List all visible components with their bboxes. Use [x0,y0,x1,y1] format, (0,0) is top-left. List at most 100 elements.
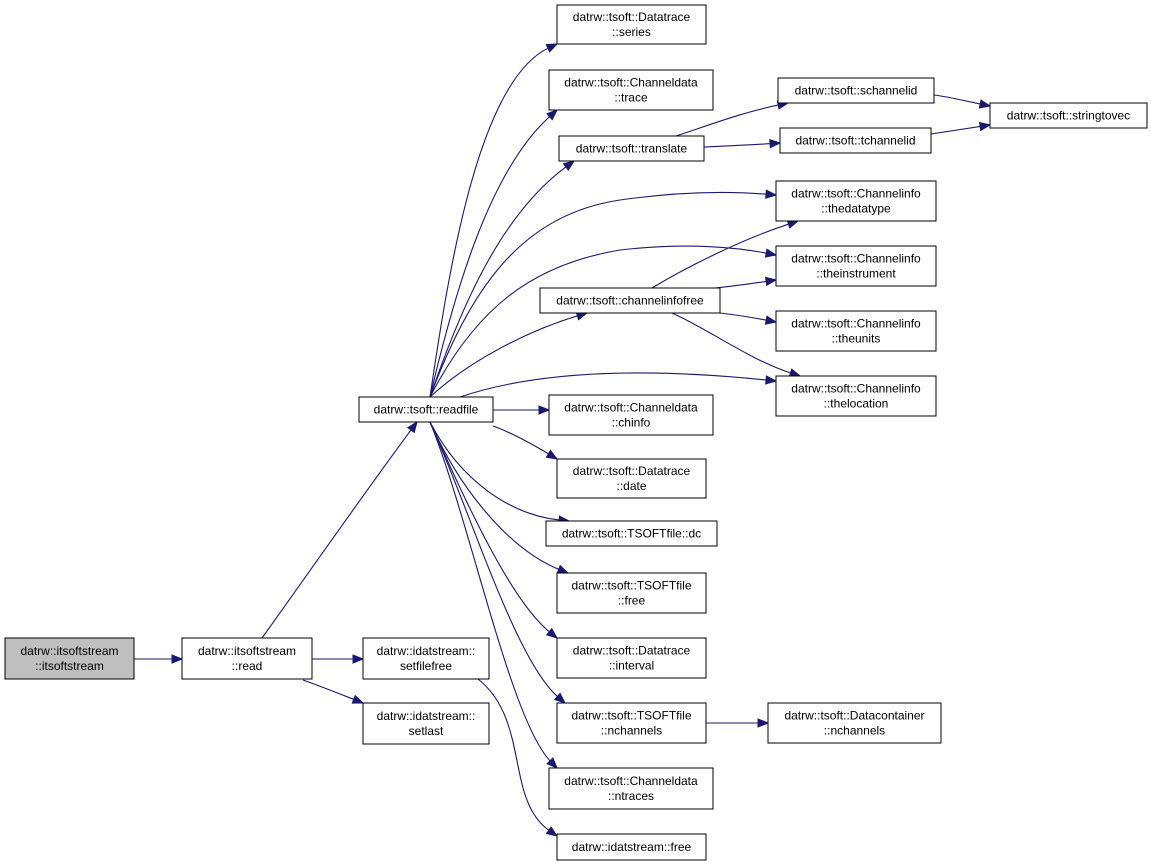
node-tchannelid[interactable]: datrw::tsoft::tchannelid [779,127,932,154]
edge-line [651,223,790,289]
edge-readfile-to-ci_instrument [429,245,778,398]
node-setlast[interactable]: datrw::idatstream::setlast [362,702,490,745]
edge-line [671,312,792,374]
edge-itsoftstream_read-to-setlast [302,679,365,704]
arrow-head-icon [351,694,365,704]
arrow-head-icon [765,189,778,199]
arrow-head-icon [764,315,778,325]
node-ci-datatype[interactable]: datrw::tsoft::Channelinfo::thedatatype [775,180,937,222]
node-box [767,702,942,744]
node-dt-series[interactable]: datrw::tsoft::Datatrace::series [556,4,707,45]
node-box [775,310,937,352]
node-tf-nchannels[interactable]: datrw::tsoft::TSOFTfile::nchannels [556,702,707,744]
node-label-line: ::chinfo [612,416,651,430]
node-tf-free[interactable]: datrw::tsoft::TSOFTfile::free [556,572,707,614]
node-ids-free[interactable]: datrw::idatstream::free [556,833,707,861]
node-label-line: ::itsoftstream [35,659,104,673]
edge-readfile-to-dt_interval [429,421,559,639]
node-label-line: ::theunits [832,332,881,346]
node-dt-interval[interactable]: datrw::tsoft::Datatrace::interval [556,637,707,679]
node-label-line: datrw::idatstream:: [377,644,476,658]
arrow-head-icon [546,757,558,769]
node-stringtovec[interactable]: datrw::tsoft::stringtovec [989,102,1148,129]
node-label-line: datrw::tsoft::tchannelid [795,134,915,148]
node-ci-units[interactable]: datrw::tsoft::Channelinfo::theunits [775,310,937,352]
node-label-line: setfilefree [400,659,452,673]
node-label-line: ::read [232,659,263,673]
node-label-line: ::interval [609,659,654,673]
edge-readfile-to-ci_location [459,372,778,398]
node-readfile[interactable]: datrw::tsoft::readfile [358,396,494,423]
edge-line [930,125,982,135]
edge-tchannelid-to-stringtovec [930,121,992,135]
arrow-head-icon [764,248,778,258]
edge-line [429,421,561,521]
node-box [777,77,935,104]
node-box [556,458,707,499]
edge-line [719,312,768,321]
node-label-line: datrw::tsoft::Datatrace [573,644,691,658]
node-cd-ntraces[interactable]: datrw::tsoft::Channeldata::ntraces [548,767,714,810]
edge-itsoftstream_read-to-readfile [261,420,418,639]
node-setfilefree[interactable]: datrw::idatstream::setfilefree [362,637,490,680]
node-tf-dc[interactable]: datrw::tsoft::TSOFTfile::dc [545,520,718,547]
edge-channelinfofree-to-ci_units [719,312,778,325]
node-cd-trace[interactable]: datrw::tsoft::Channeldata::trace [548,69,714,111]
node-label-line: datrw::tsoft::Channelinfo [791,317,921,331]
node-channelinfofree[interactable]: datrw::tsoft::channelinfofree [539,287,721,314]
node-label-line: ::trace [614,91,648,105]
arrow-head-icon [769,138,782,149]
node-label-line: datrw::tsoft::stringtovec [1007,109,1130,123]
arrow-head-icon [562,160,576,172]
node-cd-chinfo[interactable]: datrw::tsoft::Channeldata::chinfo [548,394,714,436]
edge-line [675,104,780,137]
node-label-line: datrw::tsoft::Datatrace [573,10,691,24]
node-label-line: ::theinstrument [816,267,896,281]
arrow-head-icon [978,121,992,132]
node-label-line: datrw::tsoft::TSOFTfile::dc [562,527,701,541]
node-label-line: datrw::tsoft::Channelinfo [791,382,921,396]
node-label-line: setlast [409,724,444,738]
node-label-line: ::nchannels [601,724,662,738]
edge-itsoftstream_ctor-to-itsoftstream_read [133,654,184,664]
node-itsoftstream-read[interactable]: datrw::itsoftstream::read [181,637,313,680]
arrow-head-icon [406,420,418,434]
node-ci-location[interactable]: datrw::tsoft::Channelinfo::thelocation [775,375,937,417]
edge-readfile-to-dt_series [429,43,559,398]
node-label-line: ::nchannels [824,724,885,738]
node-label-line: ::date [616,479,646,493]
nodes-layer: datrw::itsoftstream::itsoftstreamdatrw::… [4,4,1148,861]
node-ci-instrument[interactable]: datrw::tsoft::Channelinfo::theinstrument [775,245,937,287]
node-label-line: datrw::tsoft::readfile [374,403,479,417]
node-translate[interactable]: datrw::tsoft::translate [558,135,705,162]
node-label-line: datrw::tsoft::schannelid [795,84,918,98]
node-label-line: datrw::tsoft::TSOFTfile [571,709,691,723]
edge-channelinfofree-to-ci_instrument [714,276,778,289]
node-box [545,520,718,547]
node-schannelid[interactable]: datrw::tsoft::schannelid [777,77,935,104]
node-dc-nchannels[interactable]: datrw::tsoft::Datacontainer::nchannels [767,702,942,744]
edge-readfile-to-channelinfofree [429,311,589,398]
node-box [539,287,721,314]
arrow-head-icon [764,276,778,287]
node-itsoftstream-ctor[interactable]: datrw::itsoftstream::itsoftstream [4,637,135,680]
node-box [358,396,494,423]
node-box [181,637,313,680]
node-label-line: datrw::idatstream::free [572,840,692,854]
edge-line [429,115,551,398]
edge-readfile-to-translate [429,160,576,398]
edge-readfile-to-cd_chinfo [493,405,551,415]
node-label-line: datrw::tsoft::Datatrace [573,464,691,478]
edge-schannelid-to-stringtovec [933,94,992,109]
node-box [775,375,937,417]
node-box [548,394,714,436]
node-label-line: ::ntraces [608,789,654,803]
node-label-line: datrw::tsoft::translate [576,142,688,156]
node-dt-date[interactable]: datrw::tsoft::Datatrace::date [556,458,707,499]
node-label-line: datrw::tsoft::Channelinfo [791,252,921,266]
node-box [362,702,490,745]
arrow-head-icon [765,375,778,385]
edge-readfile-to-dt_date [492,425,559,460]
node-box [775,180,937,222]
arrow-head-icon [553,692,567,704]
